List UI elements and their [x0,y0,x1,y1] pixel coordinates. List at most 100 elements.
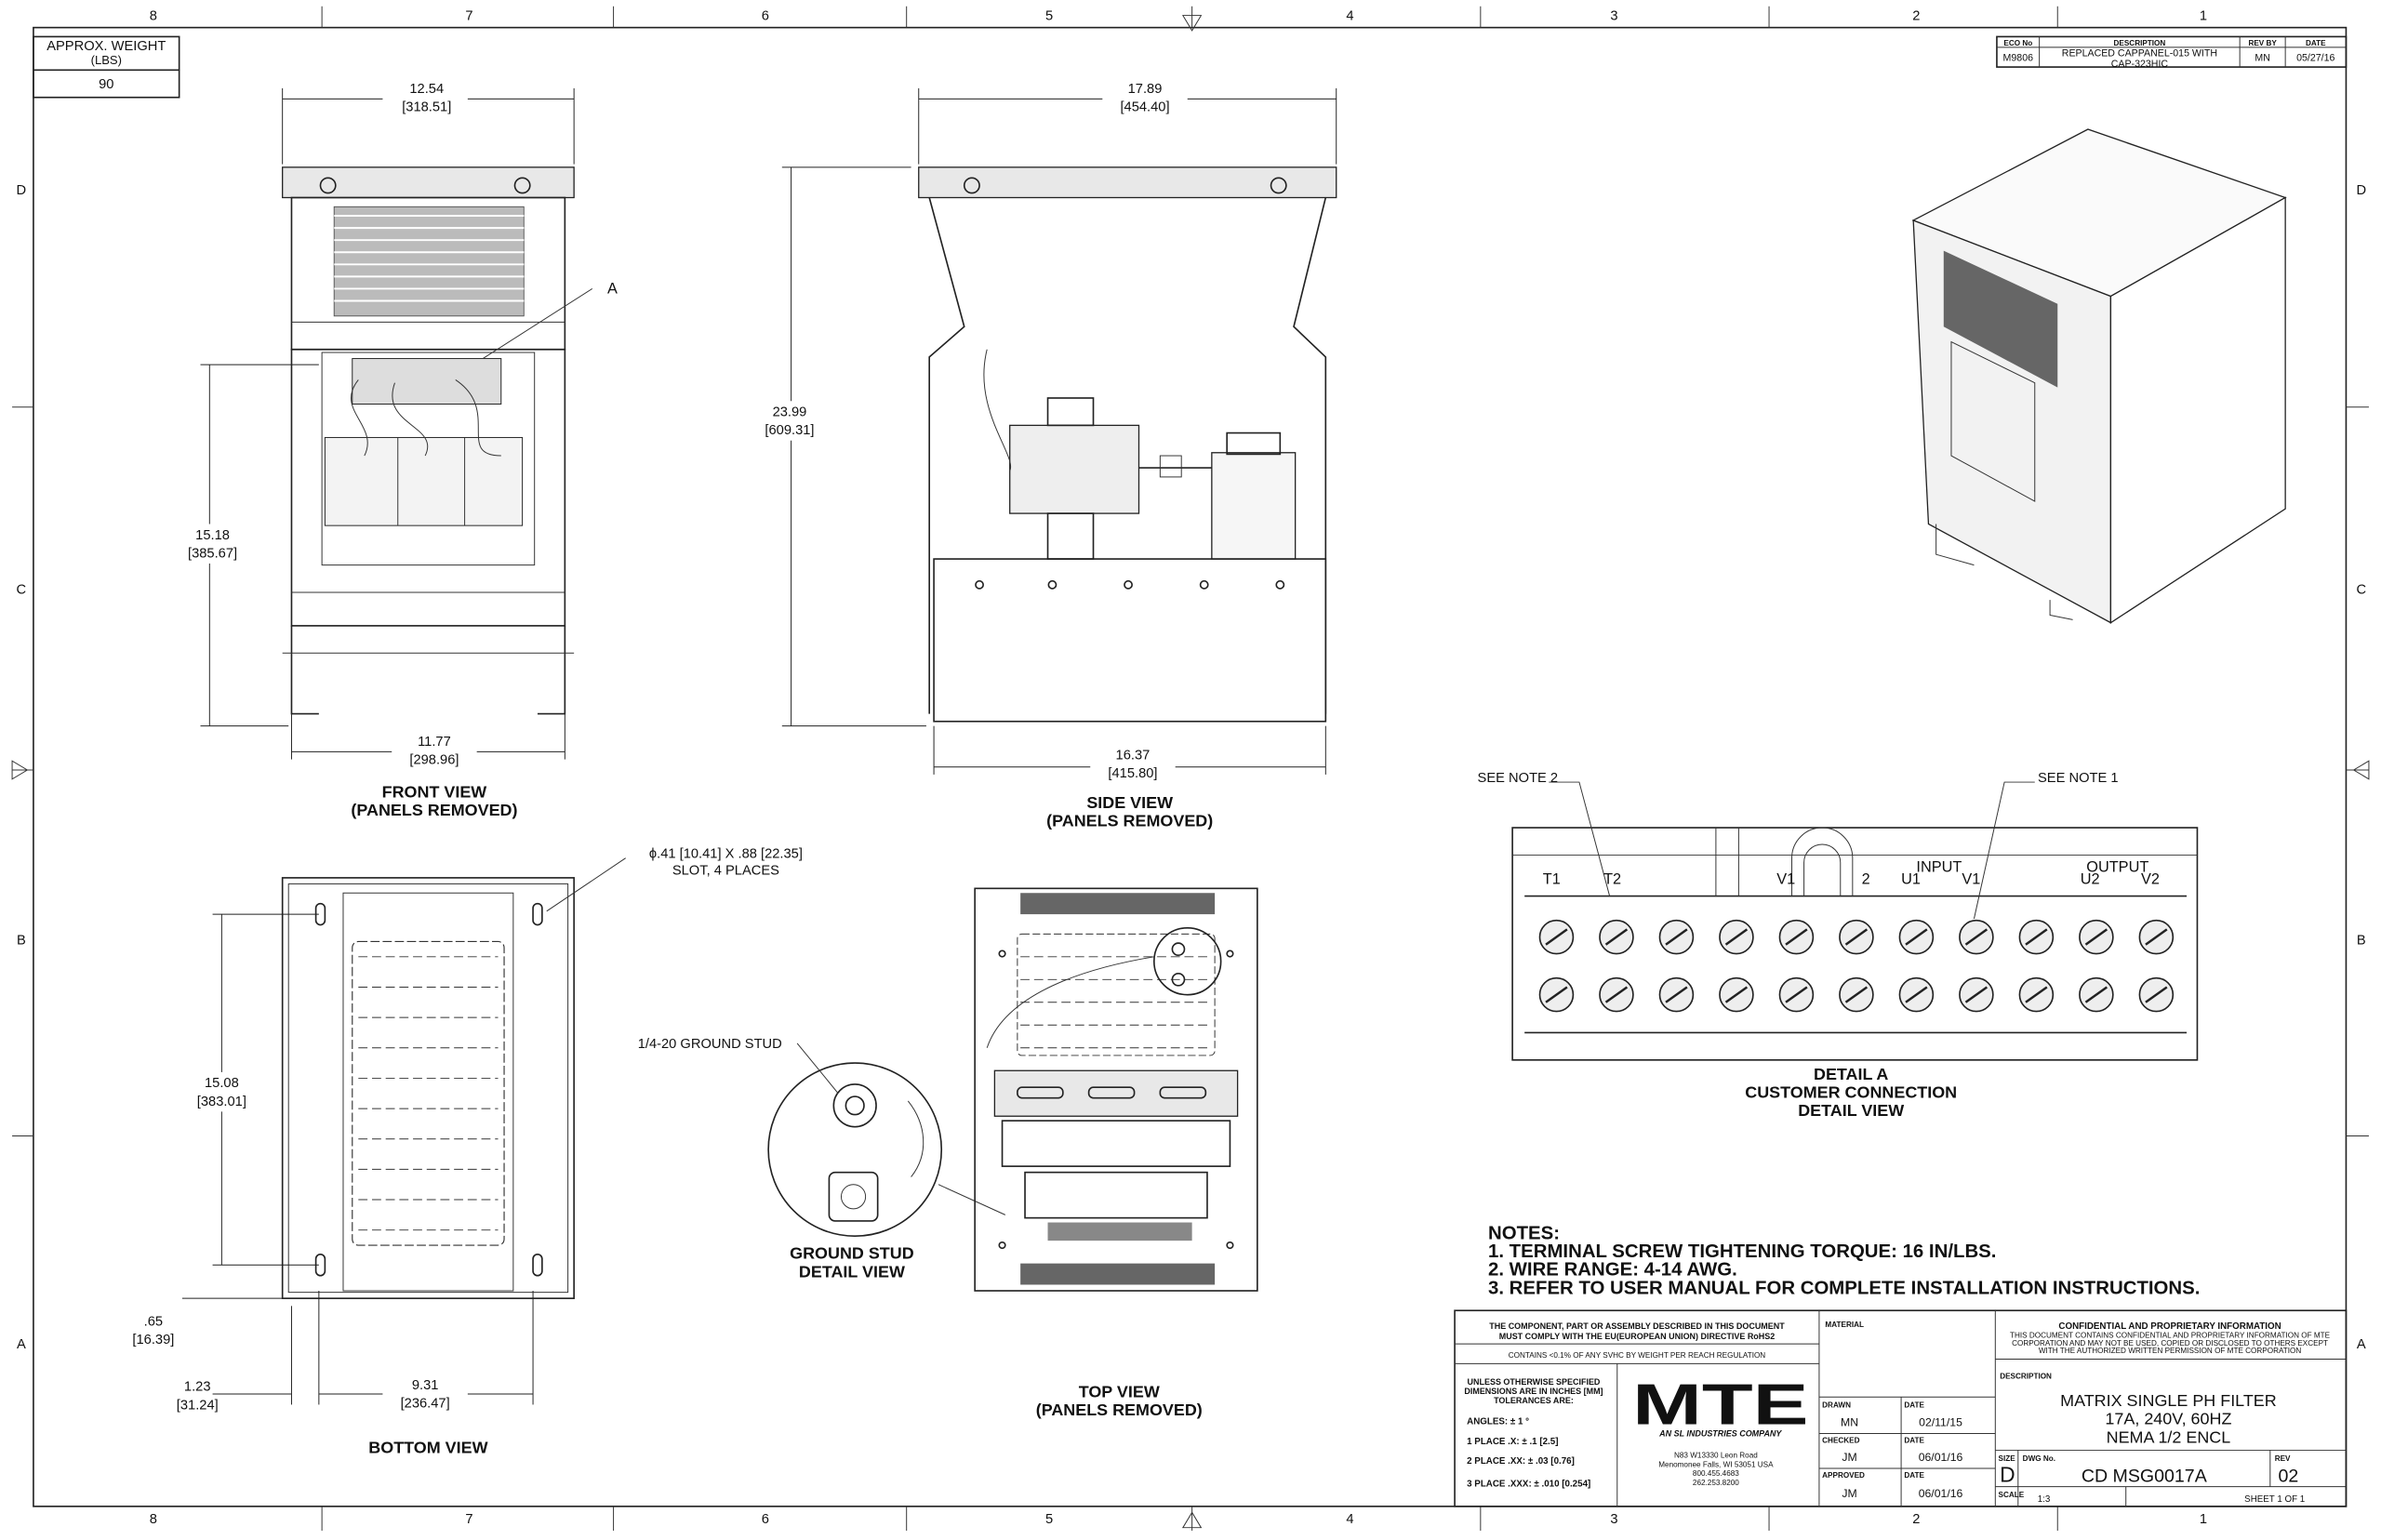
dim-value: 15.18 [195,528,230,543]
dim-value: [383.01] [197,1095,246,1109]
view-title: DETAIL A [1814,1065,1888,1083]
note-item: 2. WIRE RANGE: 4-14 AWG. [1488,1260,1737,1281]
dim-value: 16.37 [1116,749,1151,763]
checked-label: CHECKED [1822,1436,1859,1444]
title-block: THE COMPONENT, PART OR ASSEMBLY DESCRIBE… [1454,1309,2348,1507]
col-label: 6 [762,1512,769,1527]
weight-label: APPROX. WEIGHT [47,39,166,54]
description-label: DESCRIPTION [2000,1373,2052,1381]
screw-slot [2084,986,2108,1003]
dim-value: 11.77 [418,735,451,750]
column-labels-bottom: 8 7 6 5 4 3 2 1 [150,1512,2207,1527]
row-labels: D C B A D C B A [17,183,2367,1352]
col-label: 5 [1045,8,1053,23]
screw-slot [1724,986,1749,1003]
date-label: DATE [1904,1436,1924,1444]
weight-value: 90 [99,77,113,92]
terminal-label: U2 [2081,870,2100,887]
screw-slot [1964,928,1989,946]
drawing-number: CD MSG0017A [2082,1467,2208,1487]
front-view: A [282,166,618,715]
phone: 800.455.4683 [1693,1469,1739,1478]
address: Menomonee Falls, WI 53051 USA [1658,1460,1774,1468]
see-note-2: SEE NOTE 2 [1478,771,1559,786]
tolerance-1place: 1 PLACE .X: ± .1 [2.5] [1467,1437,1558,1447]
view-title: FRONT VIEW [382,782,487,801]
screw-slot [2145,928,2168,946]
terminal-label: V2 [2141,870,2160,887]
top-view: TOP VIEW (PANELS REMOVED) [974,887,1258,1419]
col-label: 8 [150,8,157,23]
view-subtitle: DETAIL VIEW [1798,1101,1904,1120]
col-label: 4 [1346,8,1353,23]
col-label: 5 [1045,1512,1053,1527]
screw-slot [2084,928,2108,946]
column-labels-top: 8 7 6 5 4 3 2 1 [150,8,2207,23]
checked-date: 06/01/16 [1919,1451,1963,1464]
screw-slot [1665,928,1688,946]
zone-ticks [11,6,2370,1531]
date-label: DATE [1904,1401,1924,1410]
screw-slot [1785,986,1808,1003]
dim-value: 1.23 [184,1380,211,1395]
dim-value: [31.24] [177,1398,219,1413]
scale-value: 1:3 [2038,1494,2051,1505]
confidential-text: CORPORATION AND MAY NOT BE USED, COPIED … [2012,1339,2328,1348]
tolerance-text: TOLERANCES ARE: [1494,1396,1574,1405]
ground-stud-callout: 1/4-20 GROUND STUD [638,1037,782,1052]
tolerance-angles: ANGLES: ± 1 ° [1467,1417,1529,1427]
rev-description: CAP-323HIC [2111,59,2169,70]
view-subtitle: DETAIL VIEW [799,1262,905,1281]
output-label: OUTPUT [2086,858,2148,875]
description-line: 17A, 240V, 60HZ [2105,1410,2231,1428]
vent-slots [358,956,499,1231]
tolerance-text: DIMENSIONS ARE IN INCHES [MM] [1464,1387,1603,1396]
dim-value: .65 [144,1315,163,1330]
view-title: BOTTOM VIEW [368,1439,487,1457]
confidential-text: THIS DOCUMENT CONTAINS CONFIDENTIAL AND … [2010,1332,2331,1340]
input-label: INPUT [1916,858,1962,875]
date-label: DATE [1904,1471,1924,1480]
dim-value: [415.80] [1108,766,1157,781]
address: N83 W13330 Leon Road [1674,1452,1758,1460]
front-dimensions: 12.54 [318.51] 15.18 [385.67] 11.77 [298… [166,79,575,819]
size-label: SIZE [1999,1454,2016,1463]
rev-header: REV BY [2248,39,2277,47]
view-subtitle: (PANELS REMOVED) [351,801,517,819]
confidential-text: WITH THE AUTHORIZED WRITTEN PERMISSION O… [2039,1347,2302,1355]
slot-dim: ϕ.41 [10.41] X .88 [22.35] [649,847,803,862]
rev-value: 02 [2279,1467,2299,1487]
bottom-dimensions: ϕ.41 [10.41] X .88 [22.35] SLOT, 4 PLACE… [132,847,802,1457]
terminal-labels: T1 T2 V1 2 U1 V1 U2 V2 INPUT OUTPUT [1543,858,2160,887]
slot-dim: SLOT, 4 PLACES [672,864,779,879]
notes: NOTES: 1. TERMINAL SCREW TIGHTENING TORQ… [1488,1223,2200,1298]
screw-slot [2145,986,2168,1003]
terminal-label: U1 [1901,870,1921,887]
terminal-label: T1 [1543,870,1561,887]
checked-by: JM [1842,1451,1856,1464]
screw-slot [1785,928,1808,946]
scale-label: SCALE [1999,1491,2025,1499]
view-title: GROUND STUD [790,1244,914,1263]
row-label: B [17,934,26,949]
dim-value: [609.31] [765,423,814,438]
col-label: 3 [1610,8,1617,23]
dwg-label: DWG No. [2023,1454,2055,1463]
weight-box: APPROX. WEIGHT (LBS) 90 [33,35,180,99]
bottom-view [281,857,626,1299]
approved-date: 06/01/16 [1919,1487,1963,1500]
reach-text: CONTAINS <0.1% OF ANY SVHC BY WEIGHT PER… [1509,1351,1766,1360]
row-label: D [17,183,27,198]
detail-a-callout: A [607,280,618,297]
note-item: 1. TERMINAL SCREW TIGHTENING TORQUE: 16 … [1488,1241,1996,1262]
dim-value: 17.89 [1128,82,1163,97]
screw-slot [1604,986,1629,1003]
phone: 262.253.8200 [1693,1479,1739,1487]
rohs-text: THE COMPONENT, PART OR ASSEMBLY DESCRIBE… [1489,1321,1785,1331]
notes-heading: NOTES: [1488,1223,1560,1243]
sheet-number: SHEET 1 OF 1 [2244,1494,2305,1505]
dim-value: 9.31 [412,1378,439,1393]
screw-slot [2025,986,2048,1003]
col-label: 4 [1346,1512,1353,1527]
